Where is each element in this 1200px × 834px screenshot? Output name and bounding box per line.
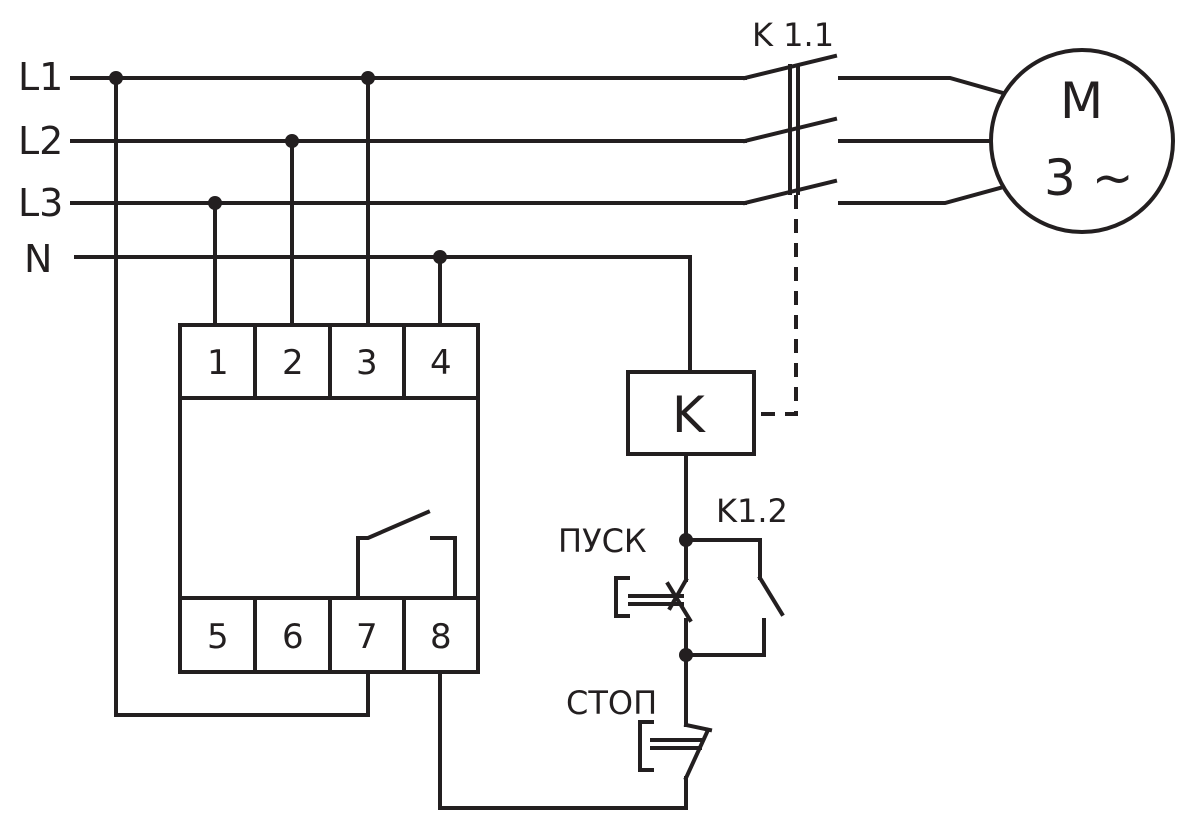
terminal-6: 6 bbox=[282, 617, 304, 657]
stop-button-head bbox=[638, 720, 654, 772]
mechanical-link bbox=[756, 195, 798, 416]
label-l1: L1 bbox=[18, 55, 63, 99]
coil-label: K bbox=[672, 386, 706, 444]
terminal-7: 7 bbox=[356, 617, 378, 657]
label-start: ПУСК bbox=[558, 522, 647, 560]
stop-contact-stub bbox=[683, 722, 713, 733]
label-stop: СТОП bbox=[566, 684, 657, 722]
motor-feed-1 bbox=[838, 76, 1006, 96]
junction-l2 bbox=[285, 134, 299, 148]
junction-l1-b bbox=[361, 71, 375, 85]
motor-label-m: M bbox=[1060, 72, 1103, 130]
terminal-4: 4 bbox=[430, 343, 452, 383]
motor-feed-3 bbox=[838, 185, 1003, 205]
relay-internal-contact-fixed bbox=[430, 536, 457, 600]
contactor-coil bbox=[626, 370, 756, 456]
junction-n bbox=[433, 250, 447, 264]
stop-to-terminal-8-wire bbox=[438, 670, 688, 810]
terminal-1: 1 bbox=[207, 343, 229, 383]
label-l2: L2 bbox=[18, 119, 63, 163]
bus-n bbox=[74, 255, 692, 374]
label-n: N bbox=[24, 237, 52, 281]
terminal-3: 3 bbox=[356, 343, 378, 383]
terminal-8: 8 bbox=[430, 617, 452, 657]
junction-l3 bbox=[208, 196, 222, 210]
label-k11: K 1.1 bbox=[752, 16, 834, 54]
motor-circle bbox=[989, 48, 1175, 234]
junction-start-bottom bbox=[679, 648, 693, 662]
start-button-head bbox=[614, 576, 630, 618]
aux-contact-bottom-wire bbox=[684, 618, 766, 657]
terminal-2: 2 bbox=[282, 343, 304, 383]
label-l3: L3 bbox=[18, 181, 63, 225]
stop-button-blade bbox=[683, 727, 711, 781]
terminal-5: 5 bbox=[207, 617, 229, 657]
aux-contact-blade bbox=[757, 575, 785, 617]
junction-l1-a bbox=[109, 71, 123, 85]
motor-label-3phase: 3 ~ bbox=[1044, 149, 1134, 207]
aux-contact-top-wire bbox=[684, 538, 762, 580]
label-k12: K1.2 bbox=[716, 492, 788, 530]
wire-l1-to-7 bbox=[114, 670, 370, 717]
relay-internal-contact bbox=[356, 509, 431, 600]
